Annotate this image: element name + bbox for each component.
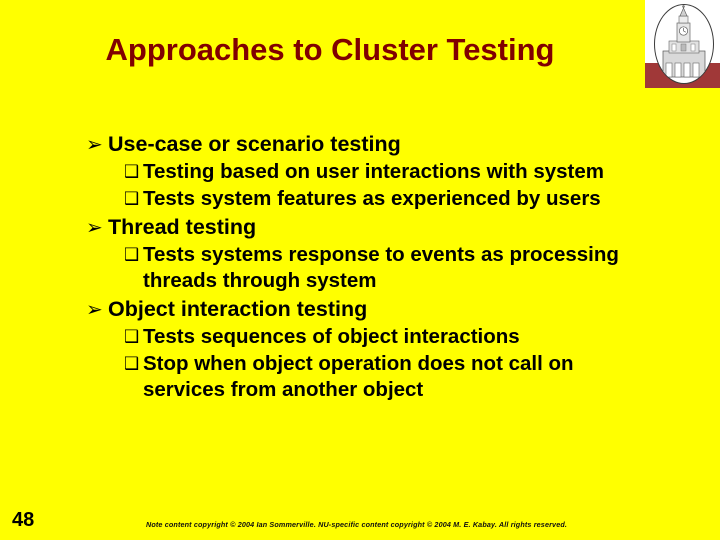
chevron-bullet-icon: ➢: [86, 215, 103, 239]
copyright-note: Note content copyright © 2004 Ian Sommer…: [146, 520, 568, 529]
bullet-text: Object interaction testing: [108, 297, 368, 321]
bullet-item-level1: ➢ Use-case or scenario testing: [86, 130, 626, 158]
bullet-text: Stop when object operation does not call…: [143, 352, 574, 401]
bullet-text: Use-case or scenario testing: [108, 132, 401, 156]
square-bullet-icon: ❑: [124, 189, 140, 209]
chevron-bullet-icon: ➢: [86, 132, 103, 156]
square-bullet-icon: ❑: [124, 354, 140, 374]
university-seal-icon: [654, 4, 714, 84]
bullet-text: Tests sequences of object interactions: [143, 325, 520, 348]
bullet-item-level2: ❑ Tests systems response to events as pr…: [86, 242, 626, 294]
bullet-item-level2: ❑ Tests sequences of object interactions: [86, 324, 626, 350]
bullet-text: Tests systems response to events as proc…: [143, 243, 619, 292]
bullet-item-level1: ➢ Thread testing: [86, 213, 626, 241]
bullet-item-level2: ❑ Stop when object operation does not ca…: [86, 351, 626, 403]
bullet-text: Tests system features as experienced by …: [143, 187, 601, 210]
bullet-text: Thread testing: [108, 215, 257, 239]
square-bullet-icon: ❑: [124, 327, 140, 347]
page-number: 48: [12, 509, 35, 531]
university-logo-block: [645, 0, 720, 88]
square-bullet-icon: ❑: [124, 162, 140, 182]
bullet-text: Testing based on user interactions with …: [143, 160, 604, 183]
chevron-bullet-icon: ➢: [86, 297, 103, 321]
slide-title: Approaches to Cluster Testing: [105, 32, 555, 67]
bullet-item-level2: ❑ Testing based on user interactions wit…: [86, 159, 626, 185]
bullet-item-level1: ➢ Object interaction testing: [86, 295, 626, 323]
slide-body: ➢ Use-case or scenario testing ❑ Testing…: [86, 130, 626, 404]
bullet-item-level2: ❑ Tests system features as experienced b…: [86, 186, 626, 212]
square-bullet-icon: ❑: [124, 245, 140, 265]
